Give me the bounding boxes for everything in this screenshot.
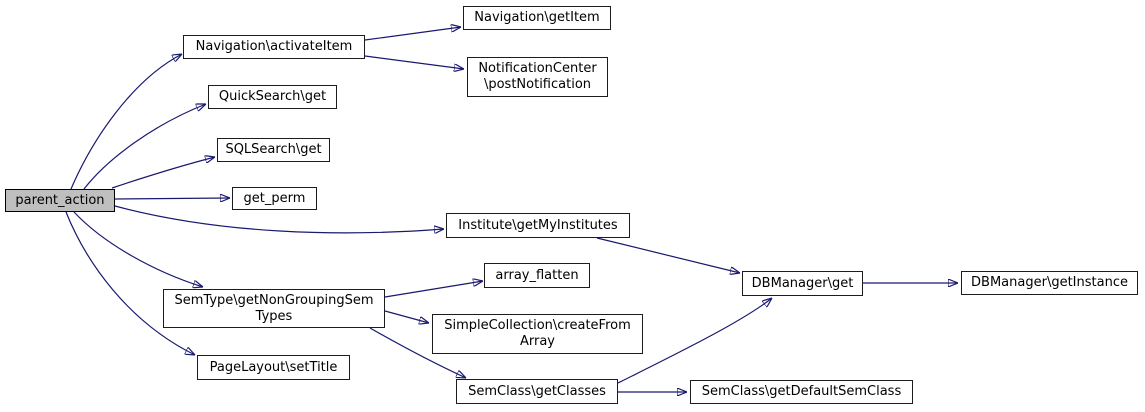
edge-getmyinstitutes-to-dbget [596, 237, 740, 273]
node-semtype-getnongroupingsemtypes[interactable]: SemType\getNonGroupingSem Types [163, 289, 385, 328]
edge-activateitem-to-getitem [364, 27, 461, 41]
edge-semtype-to-getclasses [369, 327, 466, 378]
node-get-perm[interactable]: get_perm [232, 187, 317, 210]
node-semclass-getclasses[interactable]: SemClass\getClasses [456, 379, 618, 404]
node-sqlsearch-get[interactable]: SQLSearch\get [217, 138, 330, 162]
node-semclass-getdefaultsemclass[interactable]: SemClass\getDefaultSemClass [690, 380, 913, 404]
edge-parent-to-activateitem [70, 54, 182, 190]
edge-parent-to-getperm [114, 198, 230, 199]
node-array-flatten[interactable]: array_flatten [484, 263, 590, 288]
edge-parent-to-quicksearch [83, 104, 206, 190]
node-pagelayout-settitle[interactable]: PageLayout\setTitle [197, 355, 350, 380]
node-navigation-getitem[interactable]: Navigation\getItem [463, 6, 611, 30]
edge-getclasses-to-dbget [617, 298, 772, 384]
node-parent-action: parent_action [5, 189, 115, 212]
node-institute-getmyinstitutes[interactable]: Institute\getMyInstitutes [446, 213, 630, 238]
node-dbmanager-get[interactable]: DBManager\get [742, 271, 863, 296]
edge-parent-to-semtype [73, 211, 203, 287]
edge-semtype-to-createfromarray [384, 310, 429, 323]
edge-parent-to-sqlsearch [111, 157, 215, 189]
node-quicksearch-get[interactable]: QuickSearch\get [208, 85, 337, 109]
edge-parent-to-getmyinstitutes [114, 205, 444, 233]
node-navigation-activateitem[interactable]: Navigation\activateItem [183, 35, 365, 59]
edge-parent-to-settitle [65, 211, 195, 355]
edge-activateitem-to-postnotification [364, 55, 464, 69]
node-notificationcenter-postnotification[interactable]: NotificationCenter \postNotification [467, 57, 608, 97]
edge-semtype-to-arrayflatten [384, 281, 483, 298]
node-simplecollection-createfromarray[interactable]: SimpleCollection\createFrom Array [432, 314, 643, 354]
node-dbmanager-getinstance[interactable]: DBManager\getInstance [961, 271, 1138, 295]
